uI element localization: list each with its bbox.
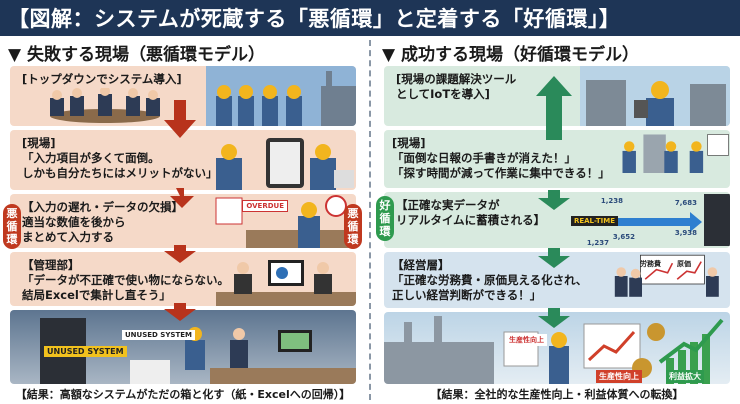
divider: [369, 40, 371, 400]
step-text: [現場] 「入力項目が多くて面倒。 しかも自分たちにはメリットがない」: [22, 136, 218, 180]
failure-result-caption: 【結果：高額なシステムがただの箱と化す（紙・Excelへの回帰）】: [15, 388, 351, 401]
data-server-illustration: [610, 194, 730, 246]
step-text: [現場の課題解決ツール としてIoTを導入]: [396, 72, 517, 101]
success-panel: ▼ 成功する現場（好循環モデル） [現場の課題解決ツール としてIoTを導入] …: [374, 36, 740, 404]
step-input-delay: 【入力の遅れ・データの欠損】 適当な数値を後から まとめて入力する OVERDU…: [10, 194, 356, 248]
overdue-stamp: OVERDUE: [242, 200, 288, 212]
step-text: 【管理部】 「データが不正確で使い物にならない。 結局Excelで集計し直そう」: [22, 258, 229, 302]
meeting-illustration: [50, 88, 160, 123]
page-title: 【図解：システムが死蔵する「悪循環」と定着する「好循環」】: [0, 0, 740, 36]
frustrated-workers-illustration: [206, 66, 356, 126]
step-text: 【正確な実データが リアルタイムに蓄積される】: [396, 198, 546, 227]
step-text: 【入力の遅れ・データの欠損】 適当な数値を後から まとめて入力する: [22, 200, 183, 244]
unused-system-note: UNUSED SYSTEM: [122, 330, 195, 340]
flow-arrows: [536, 76, 572, 328]
profit-expansion-badge: 利益拡大: [666, 370, 704, 383]
overdue-illustration: [215, 195, 356, 248]
data-value: 1,237: [586, 239, 609, 247]
office-illustration: [216, 260, 356, 306]
step-management-success: 【経営層】 「正確な労務費・原価見える化され、 正しい経営判断ができる！」 労務…: [384, 252, 730, 308]
downward-arrows: [164, 100, 196, 321]
unused-system-sign: UNUSED SYSTEM: [44, 346, 127, 357]
data-value: 1,238: [600, 197, 623, 205]
step-topdown: [トップダウンでシステム導入]: [10, 66, 356, 126]
success-heading: ▼ 成功する現場（好循環モデル）: [382, 45, 639, 65]
vicious-cycle-label-left: 悪 循 環: [3, 204, 21, 249]
success-result-caption: 【結果：全社的な生産性向上・利益体質への転換】: [430, 388, 684, 401]
productivity-note: 生産性向上: [506, 334, 547, 346]
worker-iot-illustration: [580, 66, 730, 126]
data-value: 7,683: [674, 199, 697, 207]
step-field: [現場] 「入力項目が多くて面倒。 しかも自分たちにはメリットがない」: [10, 130, 356, 190]
virtuous-cycle-label: 好 循 環: [376, 196, 394, 241]
executive-meeting-illustration: [614, 254, 719, 297]
result-scene-failure: UNUSED SYSTEM UNUSED SYSTEM: [10, 310, 356, 384]
step-text: [トップダウンでシステム導入]: [22, 72, 182, 86]
realtime-badge: REAL-TIME: [570, 216, 618, 226]
failure-heading: ▼ 失敗する現場（悪循環モデル）: [8, 45, 265, 65]
chart-label-cost: 原価: [677, 260, 691, 268]
data-value: 3,652: [612, 233, 635, 241]
step-iot-introduction: [現場の課題解決ツール としてIoTを導入]: [384, 66, 730, 126]
step-management: 【管理部】 「データが不正確で使い物にならない。 結局Excelで集計し直そう」: [10, 252, 356, 306]
workers-machine-illustration: [622, 134, 729, 174]
step-field-success: [現場] 「面倒な日報の手書きが消えた！」 「探す時間が減って作業に集中できる！…: [384, 130, 730, 188]
step-text: [現場] 「面倒な日報の手書きが消えた！」 「探す時間が減って作業に集中できる！…: [392, 136, 610, 180]
chart-label-labor-cost: 労務費: [640, 260, 661, 268]
failure-panel: ▼ 失敗する現場（悪循環モデル） [トップダウンでシステム導入] [現場] 「入…: [0, 36, 366, 404]
worker-tablet-illustration: [216, 138, 354, 190]
productivity-up-badge: 生産性向上: [596, 370, 642, 383]
vicious-cycle-label-right: 悪 循 環: [344, 204, 362, 249]
step-text: 【経営層】 「正確な労務費・原価見える化され、 正しい経営判断ができる！」: [392, 258, 588, 302]
data-value: 3,938: [674, 229, 697, 237]
